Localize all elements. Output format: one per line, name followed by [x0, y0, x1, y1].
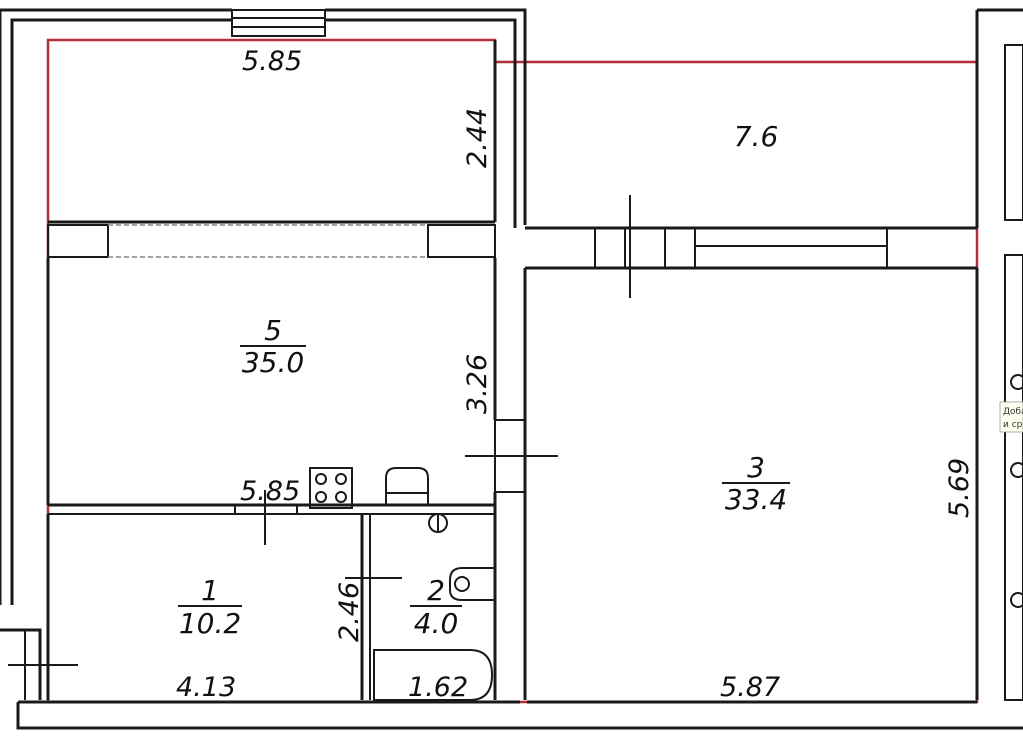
dim-room3-depth: 5.69 — [944, 458, 975, 518]
edge-note-line1: Доба — [1003, 407, 1023, 417]
room1-number: 1 — [201, 574, 219, 607]
dim-top-depth: 2.44 — [462, 108, 493, 168]
room5-area: 35.0 — [242, 346, 304, 379]
room3-top-wall — [525, 195, 977, 298]
stove-icon — [309, 467, 353, 509]
room3-area: 33.4 — [725, 483, 787, 516]
balcony-area: 7.6 — [734, 120, 779, 153]
central-wall — [465, 268, 558, 700]
room2-area: 4.0 — [414, 607, 459, 640]
dim-kitchen-depth: 3.26 — [462, 354, 493, 414]
room3-number: 3 — [747, 451, 765, 484]
dim-room1-width: 4.13 — [176, 672, 236, 703]
edge-note-line2: и ср — [1003, 420, 1023, 430]
dim-kitchen-width: 5.85 — [240, 476, 300, 507]
kitchen-walls — [46, 258, 497, 515]
room1-area: 10.2 — [179, 607, 241, 640]
upper-left-room — [48, 40, 497, 224]
dim-top-width: 5.85 — [242, 46, 302, 77]
exterior-walls — [0, 8, 1023, 730]
dim-bath-width: 1.62 — [408, 672, 468, 703]
bathroom-fixtures — [373, 513, 496, 701]
left-entry — [0, 628, 78, 700]
top-window — [231, 9, 326, 37]
room1-walls — [46, 490, 402, 700]
room2-number: 2 — [427, 574, 445, 607]
room5-number: 5 — [264, 314, 282, 347]
apartment-boundary — [46, 38, 979, 704]
right-neighbour — [975, 44, 1023, 701]
dim-room1-depth: 2.46 — [334, 582, 365, 642]
dim-room3-width: 5.87 — [720, 672, 780, 703]
kitchen-partition — [47, 224, 496, 258]
sink-icon — [385, 467, 429, 505]
